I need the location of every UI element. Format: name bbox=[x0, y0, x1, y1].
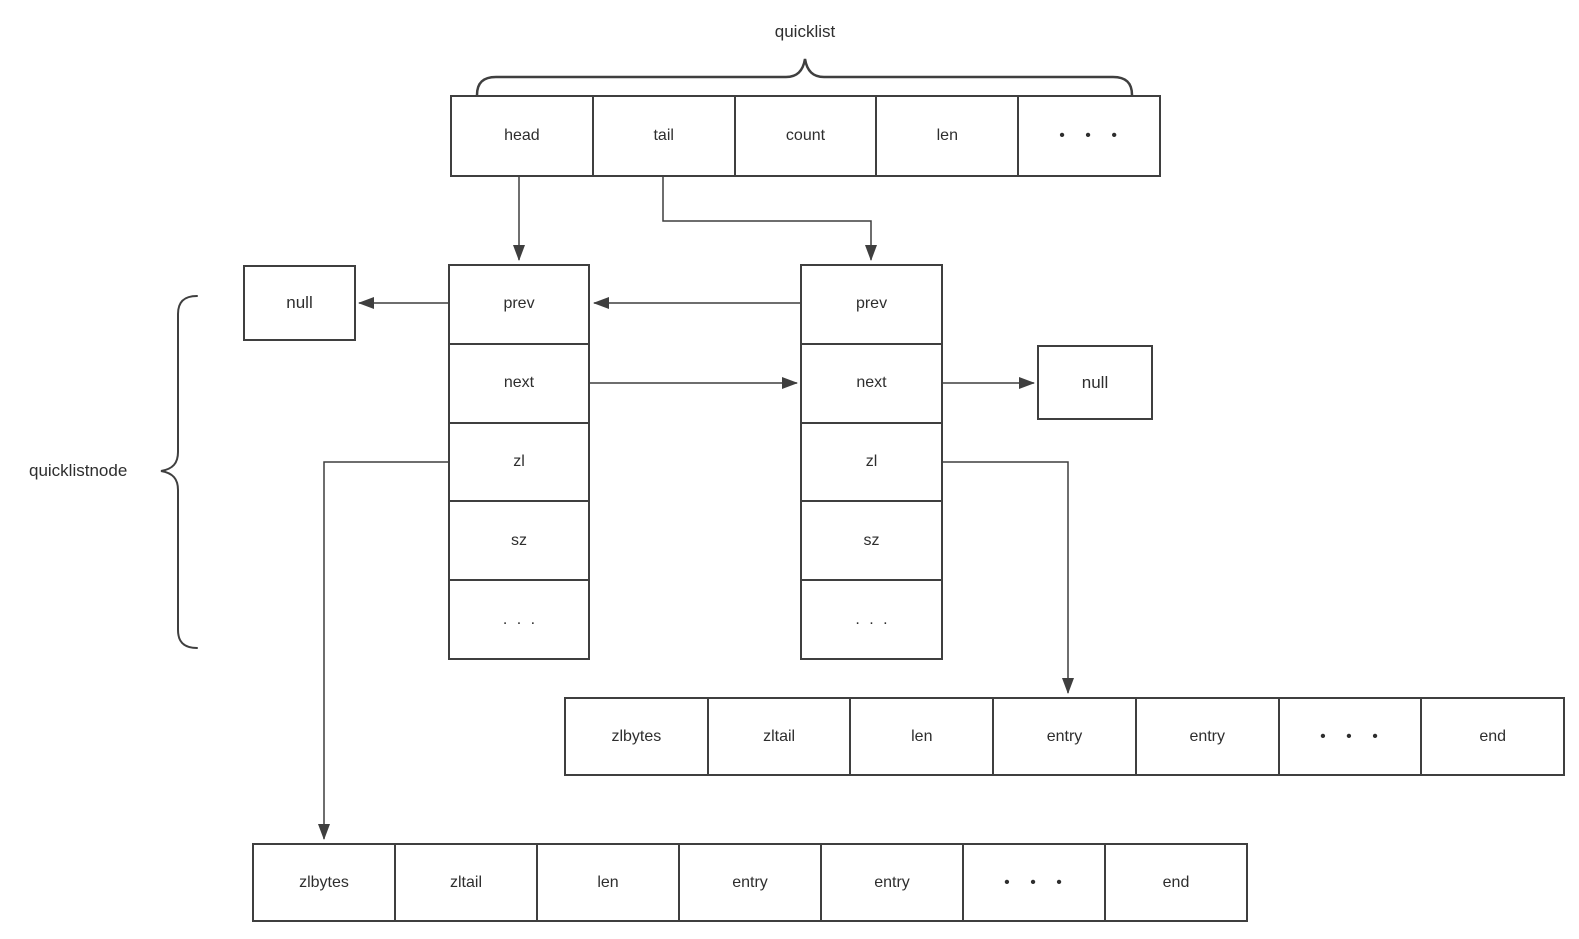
ziplist-bottom-cell-entry2: entry bbox=[822, 845, 964, 920]
ziplist-top-cell-end: end bbox=[1479, 727, 1507, 745]
quicklistnode-left: prev next zl sz . . . bbox=[448, 264, 590, 660]
node-right-row-prev: prev bbox=[802, 266, 941, 345]
node-right-row-zl: zl bbox=[802, 424, 941, 503]
ziplist-top-cell-ellipsis: • • • bbox=[1280, 699, 1423, 774]
quicklist-cell-tail: tail bbox=[594, 97, 736, 175]
node-right-row-ellipsis: . . . bbox=[855, 610, 888, 628]
ziplist-bottom-cell-end: end bbox=[1162, 873, 1190, 891]
quicklist-cell-count: count bbox=[736, 97, 878, 175]
quicklist-label: quicklist bbox=[774, 22, 836, 41]
quicklistnode-right: prev next zl sz . . . bbox=[800, 264, 943, 660]
quicklist-cell-ellipsis: • • • bbox=[1059, 127, 1119, 144]
node-right-row-sz: sz bbox=[802, 502, 941, 582]
node-left-row-zl: zl bbox=[450, 424, 588, 503]
arrow-zl-to-bottom-ziplist bbox=[318, 461, 448, 840]
arrow-tail-to-right-node bbox=[662, 177, 877, 261]
ziplist-bottom-cell-zltail: zltail bbox=[396, 845, 538, 920]
ziplist-top-cell-entry1: entry bbox=[994, 699, 1137, 774]
null-box-left: null bbox=[243, 265, 356, 341]
quicklistnode-label: quicklistnode bbox=[29, 461, 128, 480]
node-left-row-next: next bbox=[450, 345, 588, 424]
quicklist-cell-head: head bbox=[452, 97, 594, 175]
ziplist-top-cell-entry2: entry bbox=[1137, 699, 1280, 774]
node-left-row-ellipsis: . . . bbox=[502, 610, 536, 628]
ziplist-top-cell-zlbytes: zlbytes bbox=[566, 699, 709, 774]
node-right-row-next: next bbox=[802, 345, 941, 424]
quicklistnode-brace bbox=[160, 295, 198, 649]
arrow-zl-to-top-ziplist bbox=[943, 461, 1074, 694]
ziplist-top-cell-len: len bbox=[851, 699, 995, 774]
node-left-row-prev: prev bbox=[450, 266, 588, 345]
quicklist-cell-len: len bbox=[877, 97, 1020, 175]
null-box-right: null bbox=[1037, 345, 1153, 420]
ziplist-bottom-cell-ellipsis: • • • bbox=[964, 845, 1106, 920]
ziplist-table-bottom: zlbytes zltail len entry entry • • • end bbox=[252, 843, 1248, 922]
ziplist-top-cell-zltail: zltail bbox=[709, 699, 852, 774]
ziplist-bottom-cell-entry1: entry bbox=[680, 845, 822, 920]
ziplist-bottom-cell-zlbytes: zlbytes bbox=[254, 845, 396, 920]
quicklist-brace bbox=[475, 58, 1134, 97]
quicklist-table: head tail count len • • • bbox=[450, 95, 1161, 177]
ziplist-table-top: zlbytes zltail len entry entry • • • end bbox=[564, 697, 1565, 776]
ziplist-bottom-cell-len: len bbox=[538, 845, 680, 920]
node-left-row-sz: sz bbox=[450, 502, 588, 582]
